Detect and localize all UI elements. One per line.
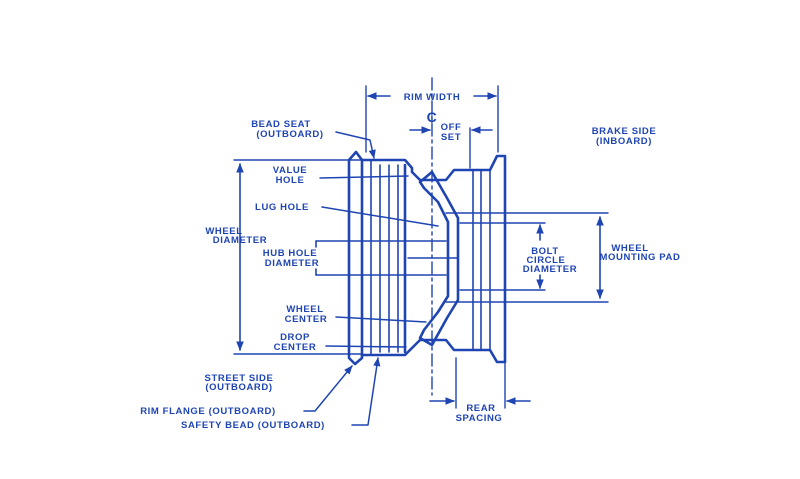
rim-flange-leader (303, 365, 353, 412)
brake-side-label-line2: (INBOARD) (596, 136, 652, 147)
bead-seat-leader (335, 131, 376, 159)
bolt-circle-label-line1: BOLT (531, 246, 559, 257)
offset-label-line2: SET (441, 132, 461, 143)
wheel-diameter-label-line2: DIAMETER (213, 235, 267, 246)
bolt-circle-label-line2: CIRCLE (527, 255, 566, 266)
wheel-center-disc (418, 170, 460, 347)
bead-seat-label-line2: (OUTBOARD) (256, 129, 323, 140)
rim-flange-label: RIM FLANGE (OUTBOARD) (140, 406, 276, 417)
offset-label-line1: OFF (441, 122, 462, 133)
safety-bead-label: SAFETY BEAD (OUTBOARD) (181, 420, 325, 431)
safety-bead-leader (351, 357, 381, 426)
drop-center-label-line1: DROP (280, 332, 310, 343)
wheel-center-label-line1: WHEEL (286, 304, 323, 315)
wheel-center-leader (335, 316, 427, 323)
hub-hole-label-line1: HUB HOLE (263, 248, 317, 259)
valve-hole-leader (319, 175, 409, 179)
hub-hole-label-line2: DIAMETER (265, 258, 319, 269)
mounting-pad-label-line1: WHEEL (611, 243, 648, 254)
diagram-labels: ₵ RIM WIDTH OFF SET BEAD SEAT (OUTBOARD)… (140, 92, 680, 431)
wheel-diameter-label-line1: WHEEL (205, 226, 242, 237)
lug-hole-leader (321, 206, 439, 227)
rim-width-label: RIM WIDTH (404, 92, 461, 103)
valve-hole-label-line2: HOLE (276, 175, 305, 186)
measurement-lines (233, 159, 609, 355)
street-side-label-line1: STREET SIDE (205, 373, 274, 384)
rear-spacing-label-line1: REAR (466, 403, 495, 414)
bolt-circle-label-line3: DIAMETER (523, 264, 577, 275)
wheel-center-label-line2: CENTER (285, 314, 328, 325)
rim-vertical-lines (370, 159, 491, 356)
drop-center-leader (325, 345, 407, 348)
lug-hole-label: LUG HOLE (255, 202, 309, 213)
centerline-symbol: ₵ (427, 109, 438, 125)
rim-flange-outline (347, 150, 364, 366)
street-side-label-line2: (OUTBOARD) (205, 382, 272, 393)
rim-barrel-outline (360, 154, 507, 364)
valve-hole-label-line1: VALUE (273, 165, 308, 176)
mounting-pad-label-line2: MOUNTING PAD (600, 252, 681, 263)
leader-lines (303, 131, 439, 426)
rear-spacing-label-line2: SPACING (456, 413, 503, 424)
drop-center-label-line2: CENTER (274, 342, 317, 353)
bead-seat-label-line1: BEAD SEAT (251, 119, 311, 130)
brake-side-label-line1: BRAKE SIDE (592, 126, 657, 137)
